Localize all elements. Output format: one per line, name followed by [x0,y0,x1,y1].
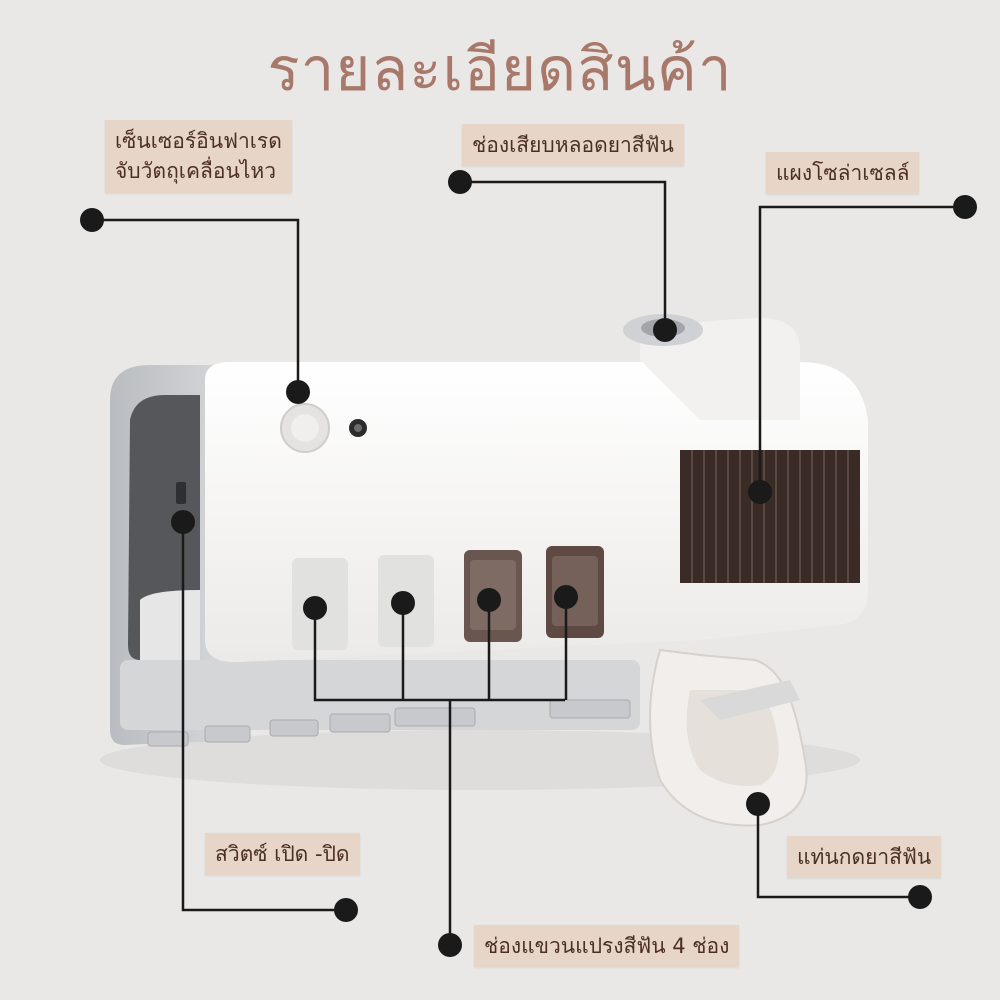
label-ir-sensor: เซ็นเซอร์อินฟาเรด จับวัตถุเคลื่อนไหว [105,120,292,193]
label-toothpaste-slot: ช่องเสียบหลอดยาสีฟัน [462,124,684,167]
label-solar-panel: แผงโซล่าเซลล์ [766,152,920,195]
label-ir-sensor-line-2: จับวัตถุเคลื่อนไหว [115,159,277,184]
leader-ir-sensor [92,218,300,392]
device-body [205,362,868,663]
leader-brush-slot-bar [313,608,565,702]
leader-dots [80,170,977,957]
brush-hooks [147,699,631,747]
page-title: รายละเอียดสินค้า [267,35,733,105]
solar-panel [680,450,860,583]
leader-power-switch [181,522,346,912]
inner-rail [140,590,200,660]
power-switch[interactable] [176,482,186,504]
label-dispenser-lever: แท่นกดยาสีฟัน [787,836,942,879]
leader-solar-panel [758,205,965,492]
label-brush-slots: ช่องแขวนแปรงสีฟัน 4 ช่อง [474,925,740,968]
label-ir-sensor-line-1: เซ็นเซอร์อินฟาเรด [115,129,282,153]
device-base-bar [120,660,640,730]
label-power-switch: สวิตซ์ เปิด -ปิด [205,833,360,876]
leader-toothpaste-slot [460,180,667,330]
leader-lines [92,180,965,945]
leader-dispenser-lever [756,804,920,899]
